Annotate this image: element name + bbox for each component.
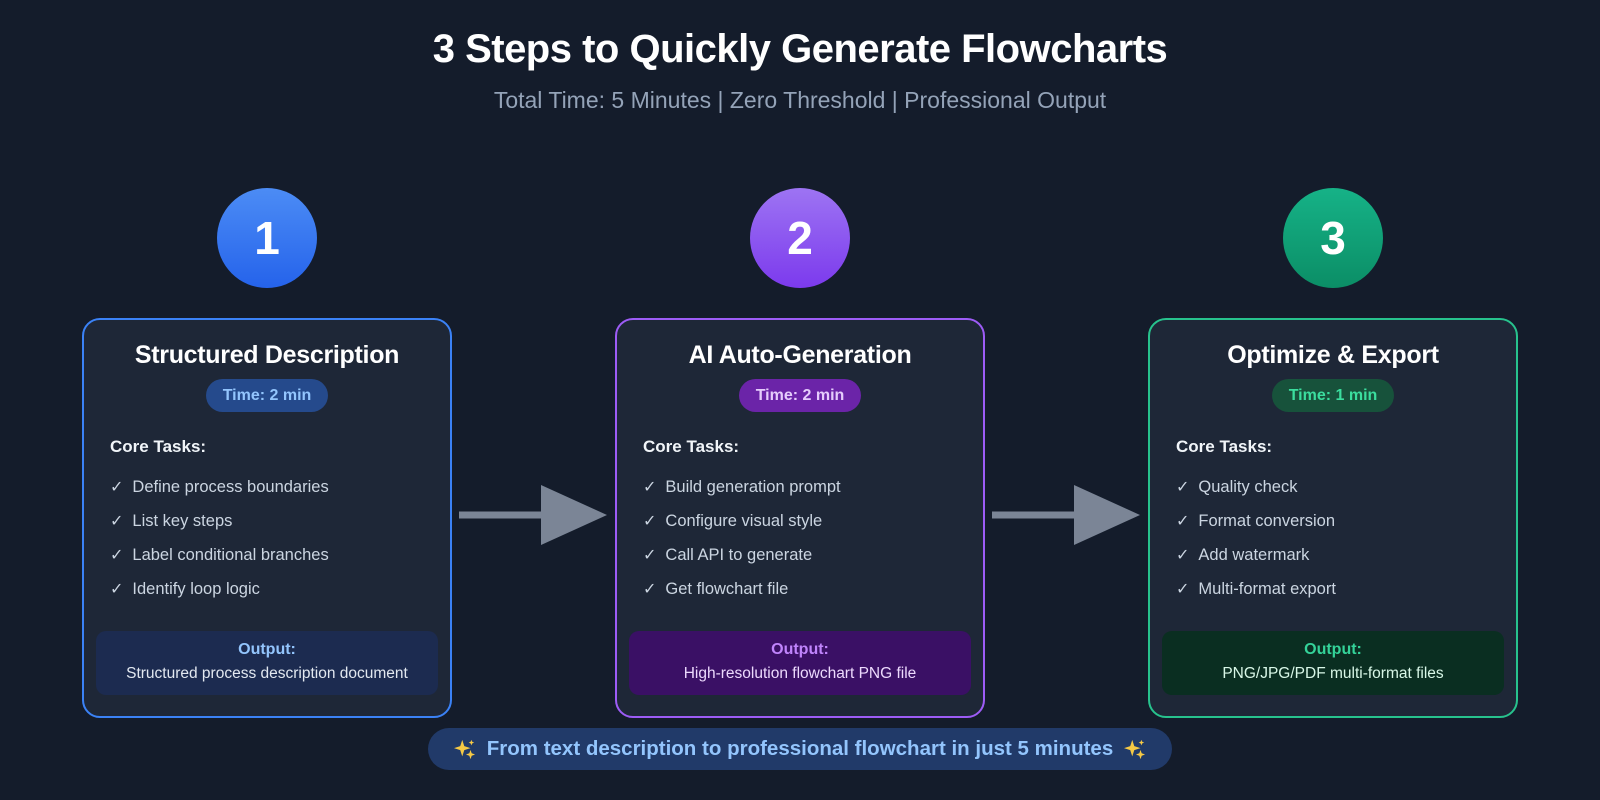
task-text: Label conditional branches (132, 546, 329, 564)
task-text: Multi-format export (1198, 580, 1336, 598)
check-icon: ✓ (110, 477, 124, 496)
output-value: Structured process description document (126, 665, 408, 682)
badge-wrap: Time: 2 min (84, 379, 450, 412)
sparkles-icon (1124, 739, 1146, 760)
task-list: ✓ Define process boundaries ✓ List key ste… (110, 470, 450, 606)
output-label: Output: (1304, 641, 1362, 658)
steps-row: 1 Structured Description Time: 2 min Cor… (82, 188, 1518, 718)
output-value: PNG/JPG/PDF multi-format files (1222, 665, 1444, 682)
badge-wrap: Time: 2 min (617, 379, 983, 412)
check-icon: ✓ (1176, 545, 1190, 564)
check-icon: ✓ (643, 477, 657, 496)
output-box: Output: High-resolution flowchart PNG fi… (629, 631, 971, 695)
task-text: Add watermark (1198, 546, 1310, 564)
step-number: 2 (787, 212, 813, 264)
task-text: Build generation prompt (665, 478, 841, 496)
step-2-card: AI Auto-Generation Time: 2 min Core Task… (615, 318, 985, 718)
badge-wrap: Time: 1 min (1150, 379, 1516, 412)
check-icon: ✓ (1176, 511, 1190, 530)
task-text: Call API to generate (665, 546, 813, 564)
check-icon: ✓ (1176, 477, 1190, 496)
task-item: ✓ Label conditional branches (110, 538, 450, 572)
time-badge: Time: 1 min (1271, 379, 1395, 412)
card-title: AI Auto-Generation (688, 341, 912, 369)
step-2-number-circle: 2 (750, 188, 850, 288)
core-tasks-label: Core Tasks: (1176, 437, 1273, 456)
core-tasks-label: Core Tasks: (643, 437, 740, 456)
banner-wrap: From text description to professional fl… (0, 728, 1600, 770)
arrow-1 (452, 188, 615, 547)
task-text: Format conversion (1198, 512, 1336, 530)
core-tasks-label: Core Tasks: (110, 437, 207, 456)
step-1-number-circle: 1 (217, 188, 317, 288)
output-label: Output: (771, 641, 829, 658)
task-item: ✓ Build generation prompt (643, 470, 983, 504)
time-badge: Time: 2 min (205, 379, 329, 412)
task-text: Configure visual style (665, 512, 823, 530)
task-item: ✓ Format conversion (1176, 504, 1516, 538)
step-3-number-circle: 3 (1283, 188, 1383, 288)
task-item: ✓ Configure visual style (643, 504, 983, 538)
output-value: High-resolution flowchart PNG file (683, 665, 917, 682)
task-text: Define process boundaries (132, 478, 329, 496)
check-icon: ✓ (643, 579, 657, 598)
right-arrow-icon (458, 485, 607, 545)
card-title: Structured Description (134, 341, 400, 369)
check-icon: ✓ (110, 545, 124, 564)
task-item: ✓ Get flowchart file (643, 572, 983, 606)
step-column-1: 1 Structured Description Time: 2 min Cor… (82, 188, 452, 718)
page-subtitle: Total Time: 5 Minutes | Zero Threshold |… (493, 87, 1107, 113)
task-item: ✓ List key steps (110, 504, 450, 538)
output-label: Output: (238, 641, 296, 658)
card-title: Optimize & Export (1227, 341, 1439, 369)
arrow-2 (985, 188, 1148, 547)
sparkles-icon (453, 739, 475, 760)
task-text: Quality check (1198, 478, 1298, 496)
step-column-3: 3 Optimize & Export Time: 1 min Core Tas… (1148, 188, 1518, 718)
check-icon: ✓ (643, 545, 657, 564)
banner-text: From text description to professional fl… (486, 737, 1114, 760)
task-text: Identify loop logic (132, 580, 260, 598)
task-item: ✓ Call API to generate (643, 538, 983, 572)
task-item: ✓ Identify loop logic (110, 572, 450, 606)
time-badge: Time: 2 min (738, 379, 862, 412)
task-text: List key steps (132, 512, 233, 530)
summary-banner: From text description to professional fl… (427, 728, 1173, 770)
step-number: 3 (1320, 212, 1346, 264)
task-list: ✓ Quality check ✓ Format conversion ✓ Add w… (1176, 470, 1516, 606)
step-column-2: 2 AI Auto-Generation Time: 2 min Core Ta… (615, 188, 985, 718)
task-item: ✓ Define process boundaries (110, 470, 450, 504)
output-box: Output: PNG/JPG/PDF multi-format files (1162, 631, 1504, 695)
check-icon: ✓ (1176, 579, 1190, 598)
page-title: 3 Steps to Quickly Generate Flowcharts (432, 27, 1168, 71)
check-icon: ✓ (110, 511, 124, 530)
task-list: ✓ Build generation prompt ✓ Configure visu… (643, 470, 983, 606)
task-item: ✓ Quality check (1176, 470, 1516, 504)
right-arrow-icon (991, 485, 1140, 545)
step-3-card: Optimize & Export Time: 1 min Core Tasks… (1148, 318, 1518, 718)
task-item: ✓ Multi-format export (1176, 572, 1516, 606)
output-box: Output: Structured process description d… (96, 631, 438, 695)
step-1-card: Structured Description Time: 2 min Core … (82, 318, 452, 718)
task-item: ✓ Add watermark (1176, 538, 1516, 572)
header: 3 Steps to Quickly Generate Flowcharts T… (0, 0, 1600, 115)
check-icon: ✓ (643, 511, 657, 530)
task-text: Get flowchart file (665, 580, 789, 598)
check-icon: ✓ (110, 579, 124, 598)
step-number: 1 (254, 212, 280, 264)
